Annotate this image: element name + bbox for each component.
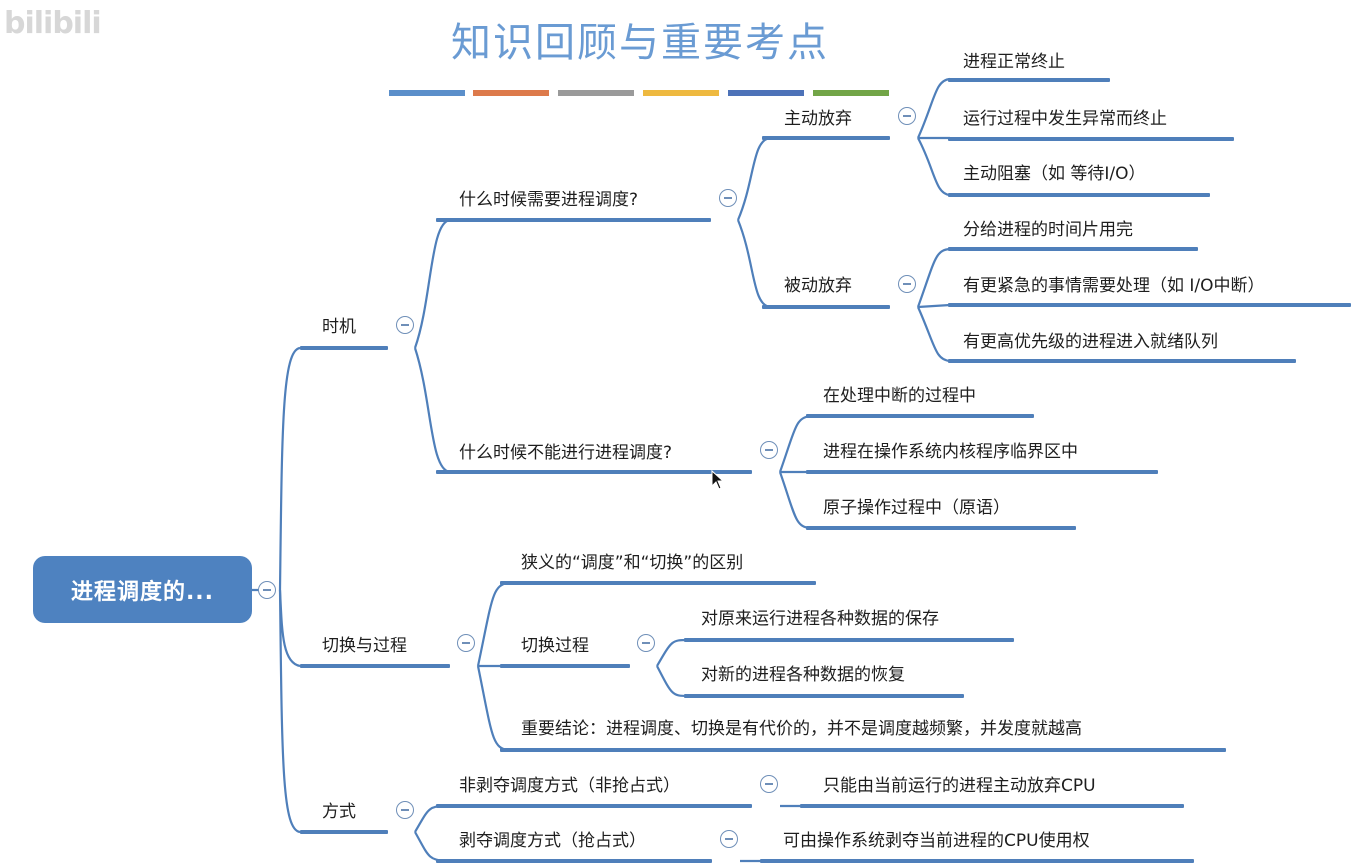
leaf-non-preemptive-desc[interactable]: 只能由当前运行的进程主动放弃CPU [823,776,1096,796]
leaf-save-data[interactable]: 对原来运行进程各种数据的保存 [701,609,939,629]
preemptive-collapse-icon[interactable] [720,830,738,848]
title-bar-5 [728,90,804,96]
node-when-needed[interactable]: 什么时候需要进程调度? [459,190,639,210]
leaf-preemptive-desc[interactable]: 可由操作系统剥夺当前进程的CPU使用权 [783,831,1090,851]
title-bar-6 [813,90,889,96]
leaf-interrupt[interactable]: 在处理中断的过程中 [823,386,976,406]
non-preemptive-collapse-icon[interactable] [760,775,778,793]
switching-collapse-icon[interactable] [457,634,475,652]
underline [500,664,630,668]
node-switching[interactable]: 切换与过程 [322,636,407,656]
leaf-higher-priority[interactable]: 有更高优先级的进程进入就绪队列 [963,332,1218,352]
mode-collapse-icon[interactable] [396,801,414,819]
underline [806,470,1158,474]
title-bar-2 [473,90,549,96]
underline [300,830,388,834]
underline [806,526,1076,530]
leaf-abnormal-exit[interactable]: 运行过程中发生异常而终止 [963,109,1167,129]
leaf-conclusion[interactable]: 重要结论：进程调度、切换是有代价的，并不是调度越频繁，并发度就越高 [521,719,1082,739]
node-timing[interactable]: 时机 [322,317,356,337]
node-active-yield[interactable]: 主动放弃 [784,109,852,129]
title-bar-1 [389,90,465,96]
underline [762,136,890,140]
watermark-logo: bilibili [4,6,102,41]
node-non-preemptive[interactable]: 非剥夺调度方式（非抢占式） [459,776,680,796]
underline [948,359,1296,363]
leaf-timeslice[interactable]: 分给进程的时间片用完 [963,220,1133,240]
underline [300,346,388,350]
underline [436,470,752,474]
switch-process-collapse-icon[interactable] [637,634,655,652]
leaf-restore-data[interactable]: 对新的进程各种数据的恢复 [701,665,905,685]
title-bar-3 [558,90,634,96]
underline [800,804,1184,808]
leaf-critical-section[interactable]: 进程在操作系统内核程序临界区中 [823,442,1078,462]
leaf-active-block[interactable]: 主动阻塞（如 等待I/O） [963,164,1146,184]
node-mode[interactable]: 方式 [322,802,356,822]
passive-yield-collapse-icon[interactable] [898,275,916,293]
node-preemptive[interactable]: 剥夺调度方式（抢占式） [459,831,646,851]
node-passive-yield[interactable]: 被动放弃 [784,276,852,296]
leaf-normal-exit[interactable]: 进程正常终止 [963,52,1065,72]
timing-collapse-icon[interactable] [396,316,414,334]
underline [436,218,711,222]
page-title: 知识回顾与重要考点 [451,20,829,66]
underline [948,193,1210,197]
underline [684,694,964,698]
root-node[interactable]: 进程调度的... [33,556,252,623]
underline [436,859,712,863]
underline [948,78,1110,82]
when-not-collapse-icon[interactable] [760,441,778,459]
node-when-not[interactable]: 什么时候不能进行进程调度? [459,443,673,463]
underline [500,581,816,585]
root-collapse-icon[interactable] [258,581,276,599]
underline [948,247,1198,251]
underline [948,137,1234,141]
leaf-urgent-event[interactable]: 有更紧急的事情需要处理（如 I/O中断） [963,276,1265,296]
underline [500,748,1226,752]
underline [760,859,1194,863]
active-yield-collapse-icon[interactable] [898,107,916,125]
when-needed-collapse-icon[interactable] [719,189,737,207]
underline [436,804,752,808]
node-switch-process[interactable]: 切换过程 [521,636,589,656]
underline [300,664,450,668]
mouse-cursor-icon [711,470,725,490]
underline [948,303,1351,307]
underline [684,638,1014,642]
leaf-atomic[interactable]: 原子操作过程中（原语） [823,498,1010,518]
underline [762,305,890,309]
title-bar-4 [643,90,719,96]
leaf-difference[interactable]: 狭义的“调度”和“切换”的区别 [521,553,744,573]
underline [806,414,1034,418]
